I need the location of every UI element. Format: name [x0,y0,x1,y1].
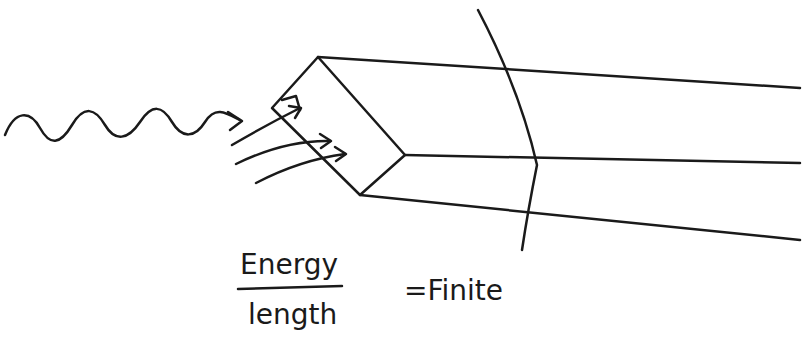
cross-section-line [478,10,537,250]
note-label: Energy [240,250,338,281]
end-face-detail [282,96,300,110]
flux-arrow [320,134,331,148]
note-label: length [248,300,337,331]
flux-arrow [335,147,346,161]
tube-edge [318,57,800,88]
fraction-bar [238,286,342,289]
note-label: =Finite [404,276,503,307]
tube-edge [405,155,800,163]
wave [5,109,240,141]
wave-head [228,112,242,130]
tube-edge [360,195,800,240]
end-face [272,57,405,195]
